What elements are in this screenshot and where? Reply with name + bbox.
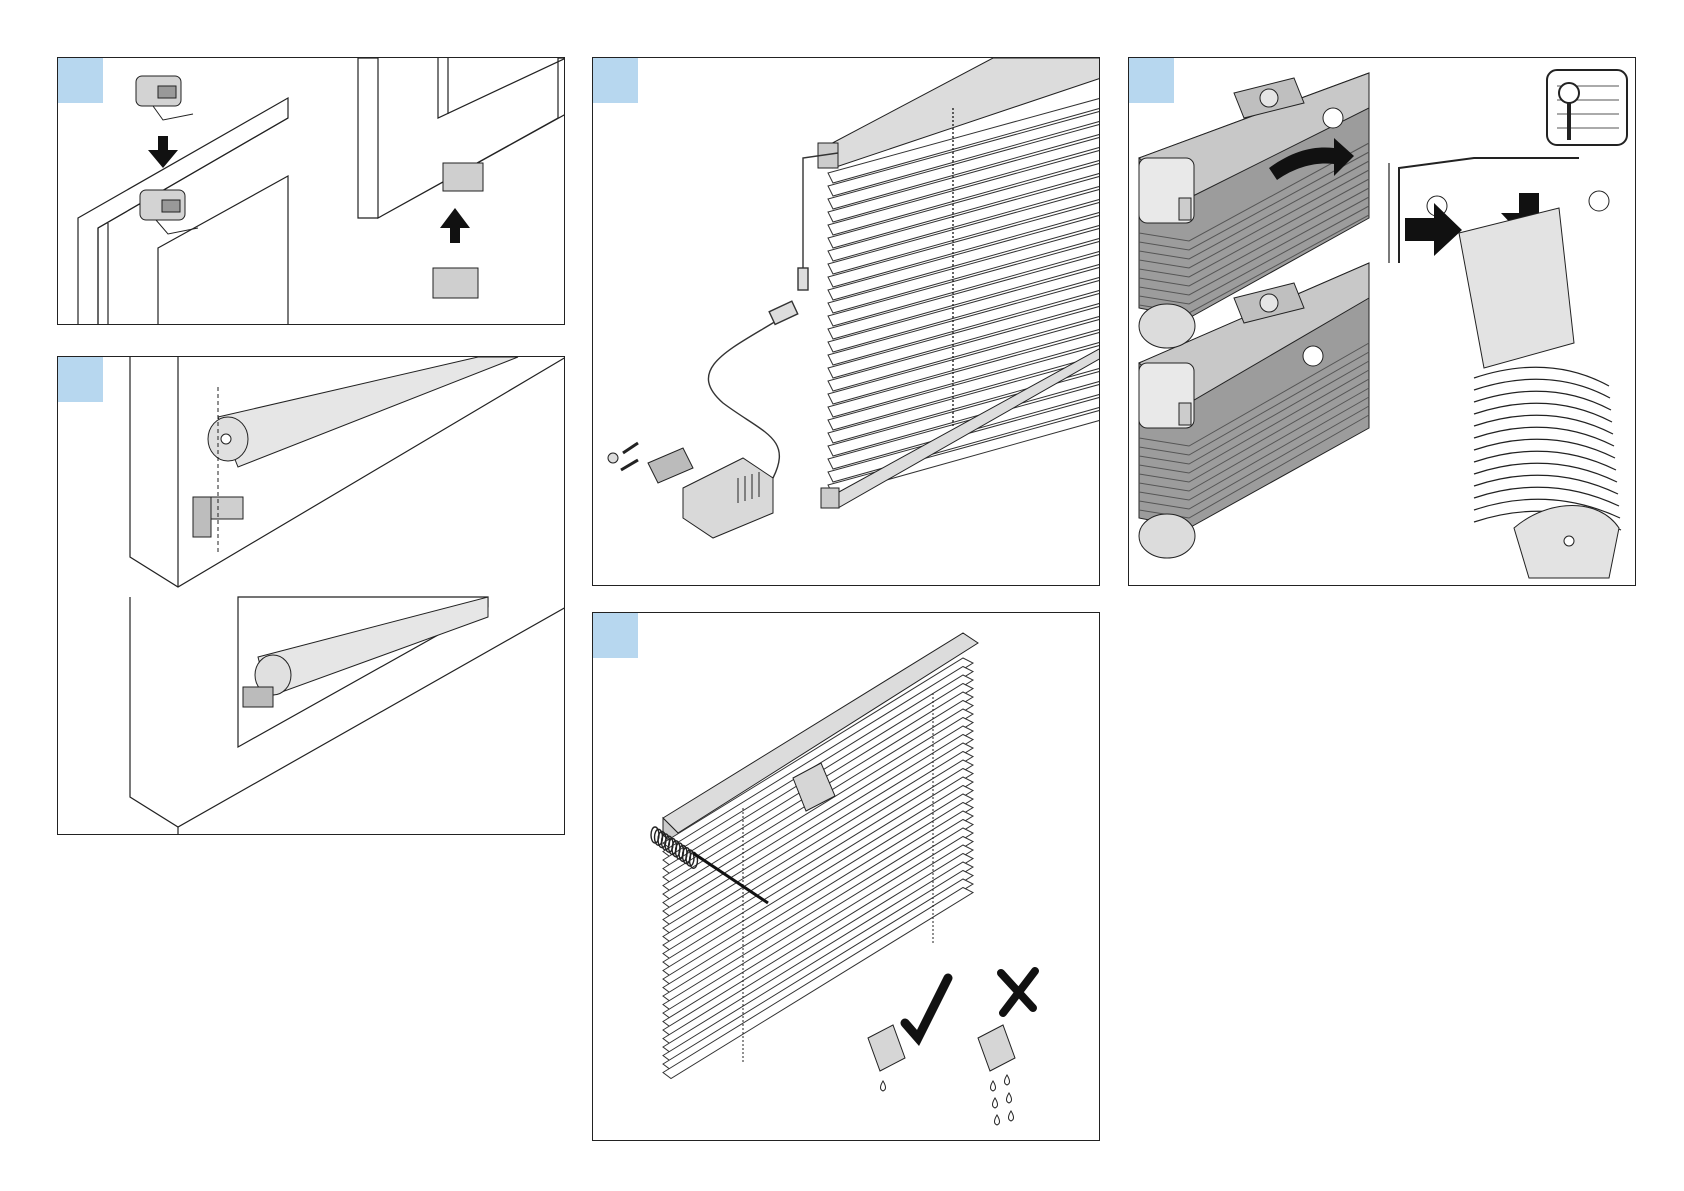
water-drop-icon	[881, 1081, 886, 1091]
pleat-arc	[1474, 475, 1618, 494]
cable-icon	[708, 153, 838, 478]
pleat-arc	[1474, 367, 1609, 386]
headrail-icon	[208, 357, 518, 467]
pleat-arc	[1474, 391, 1611, 410]
bracket-mounting-illustration	[58, 58, 565, 325]
pleat-arc	[1474, 451, 1616, 470]
pleat-arc	[1474, 415, 1613, 434]
pleat-arc	[1474, 439, 1615, 458]
bracket-icon	[136, 76, 193, 120]
bracket-release-illustration	[1129, 58, 1636, 586]
water-drop-icon	[991, 1075, 1014, 1125]
plug-adapter-icon	[608, 443, 773, 538]
pleat-arc	[1474, 379, 1610, 398]
step-panel-bracket-release	[1128, 57, 1636, 586]
power-connection-illustration	[593, 58, 1100, 586]
clamp-bracket-icon	[193, 387, 243, 552]
pleat-arc	[1474, 427, 1614, 446]
step-panel-bracket-mounting	[57, 57, 565, 325]
arrow-up-icon	[440, 208, 470, 243]
pleat-arc	[1474, 463, 1617, 482]
sponge-icon	[868, 1025, 905, 1071]
pleat-arc	[1474, 487, 1619, 506]
headrail-installation-illustration	[58, 357, 565, 835]
step-badge	[1129, 58, 1174, 103]
step-panel-headrail-installation	[57, 356, 565, 835]
pleat-arc	[1474, 403, 1612, 422]
headrail-icon	[1139, 263, 1369, 558]
step-panel-power-connection	[592, 57, 1100, 586]
step-badge	[593, 58, 638, 103]
cleaning-illustration	[593, 613, 1100, 1141]
step-badge	[593, 613, 638, 658]
step-panel-cleaning	[592, 612, 1100, 1141]
sponge-icon	[978, 1025, 1015, 1071]
check-mark-icon	[905, 978, 948, 1038]
step-badge	[58, 357, 103, 402]
cross-mark-icon	[1001, 971, 1035, 1013]
step-badge	[58, 58, 103, 103]
bracket-icon	[140, 190, 198, 234]
blind-icon	[818, 58, 1100, 508]
wrench-icon	[1547, 70, 1627, 145]
